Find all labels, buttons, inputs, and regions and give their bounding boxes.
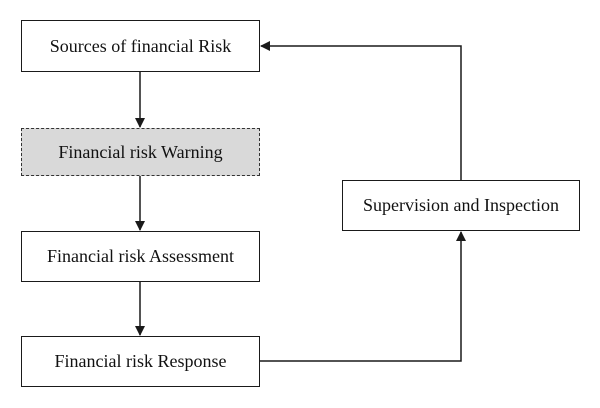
node-financial-risk-response: Financial risk Response [21,336,260,387]
node-sources-of-financial-risk: Sources of financial Risk [21,20,260,72]
node-response-label: Financial risk Response [54,351,227,371]
node-sources-label: Sources of financial Risk [49,35,232,56]
arrow-supervision-to-sources [260,41,462,180]
node-supervision-label: Supervision and Inspection [363,195,559,215]
node-supervision-and-inspection: Supervision and Inspection [342,180,580,231]
arrow-response-to-supervision [260,231,466,362]
node-financial-risk-warning: Financial risk Warning [21,128,260,176]
node-assessment-label: Financial risk Assessment [47,246,234,266]
node-warning-label: Financial risk Warning [58,141,223,162]
node-financial-risk-assessment: Financial risk Assessment [21,231,260,282]
